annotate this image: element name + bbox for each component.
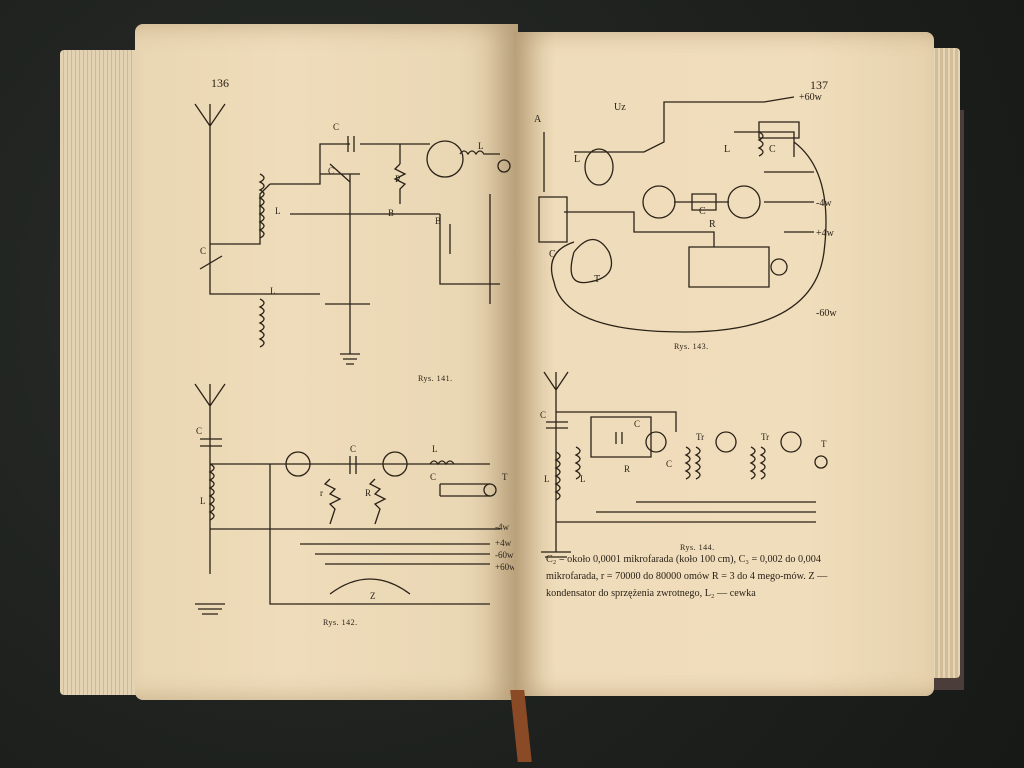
svg-text:C: C <box>540 410 546 420</box>
figure-caption-141: Rys. 141. <box>418 374 453 383</box>
svg-text:-60w: -60w <box>816 308 837 319</box>
svg-text:T: T <box>594 274 600 285</box>
svg-text:+60w: +60w <box>799 92 823 103</box>
svg-text:L: L <box>544 474 550 484</box>
left-page-stack <box>60 50 146 695</box>
figure-caption-144: Rys. 144. <box>680 543 715 552</box>
svg-text:-4w: -4w <box>816 198 832 209</box>
svg-text:L: L <box>270 286 276 296</box>
svg-text:L: L <box>200 496 206 506</box>
figure-caption-142: Rys. 142. <box>323 618 358 627</box>
svg-text:L: L <box>478 141 484 151</box>
svg-text:Z: Z <box>370 591 376 601</box>
svg-text:L: L <box>574 154 580 165</box>
page-number-left: 136 <box>211 76 229 90</box>
svg-text:C: C <box>699 206 706 217</box>
circuit-diagram-142: C L C L C T r R Z -4w +4w -60w +60w <box>190 384 516 629</box>
svg-text:B: B <box>388 208 394 218</box>
svg-text:L: L <box>580 474 586 484</box>
svg-text:T: T <box>502 472 508 482</box>
svg-text:B: B <box>435 216 441 226</box>
svg-text:+4w: +4w <box>816 228 835 239</box>
svg-text:-60w: -60w <box>495 550 514 560</box>
svg-text:R: R <box>395 174 401 184</box>
svg-text:Uz: Uz <box>614 102 626 113</box>
svg-text:C: C <box>350 444 356 454</box>
svg-text:C: C <box>769 144 776 155</box>
svg-text:C: C <box>634 419 640 429</box>
svg-text:R: R <box>365 488 371 498</box>
svg-text:C: C <box>549 249 556 260</box>
svg-text:C: C <box>333 122 339 132</box>
svg-text:r: r <box>320 488 323 498</box>
svg-text:C: C <box>328 166 334 176</box>
circuit-diagram-141: C C R L L C L B B <box>190 104 510 364</box>
svg-text:L: L <box>724 144 730 155</box>
svg-text:C: C <box>200 246 206 256</box>
left-page: 136 C C R <box>135 24 518 700</box>
page-number-right: 137 <box>810 78 828 92</box>
svg-text:C: C <box>666 459 672 469</box>
svg-text:A: A <box>534 114 542 125</box>
figure-caption-143: Rys. 143. <box>674 342 709 351</box>
bookmark-ribbon <box>510 690 532 762</box>
svg-text:L: L <box>432 444 438 454</box>
svg-text:-4w: -4w <box>495 522 509 532</box>
svg-text:Tr: Tr <box>696 432 704 442</box>
svg-text:+60w: +60w <box>495 562 516 572</box>
svg-text:T: T <box>821 439 827 449</box>
svg-text:+4w: +4w <box>495 538 512 548</box>
svg-text:R: R <box>709 219 716 230</box>
page-body-text: C₂ = około 0,0001 mikrofarada (koło 100 … <box>546 554 828 599</box>
svg-text:Tr: Tr <box>761 432 769 442</box>
circuit-diagram-144: C C R C Tr Tr T L L <box>540 372 836 557</box>
svg-text:L: L <box>275 206 281 216</box>
svg-text:C: C <box>196 426 202 436</box>
svg-text:R: R <box>624 464 630 474</box>
svg-text:C: C <box>430 472 436 482</box>
